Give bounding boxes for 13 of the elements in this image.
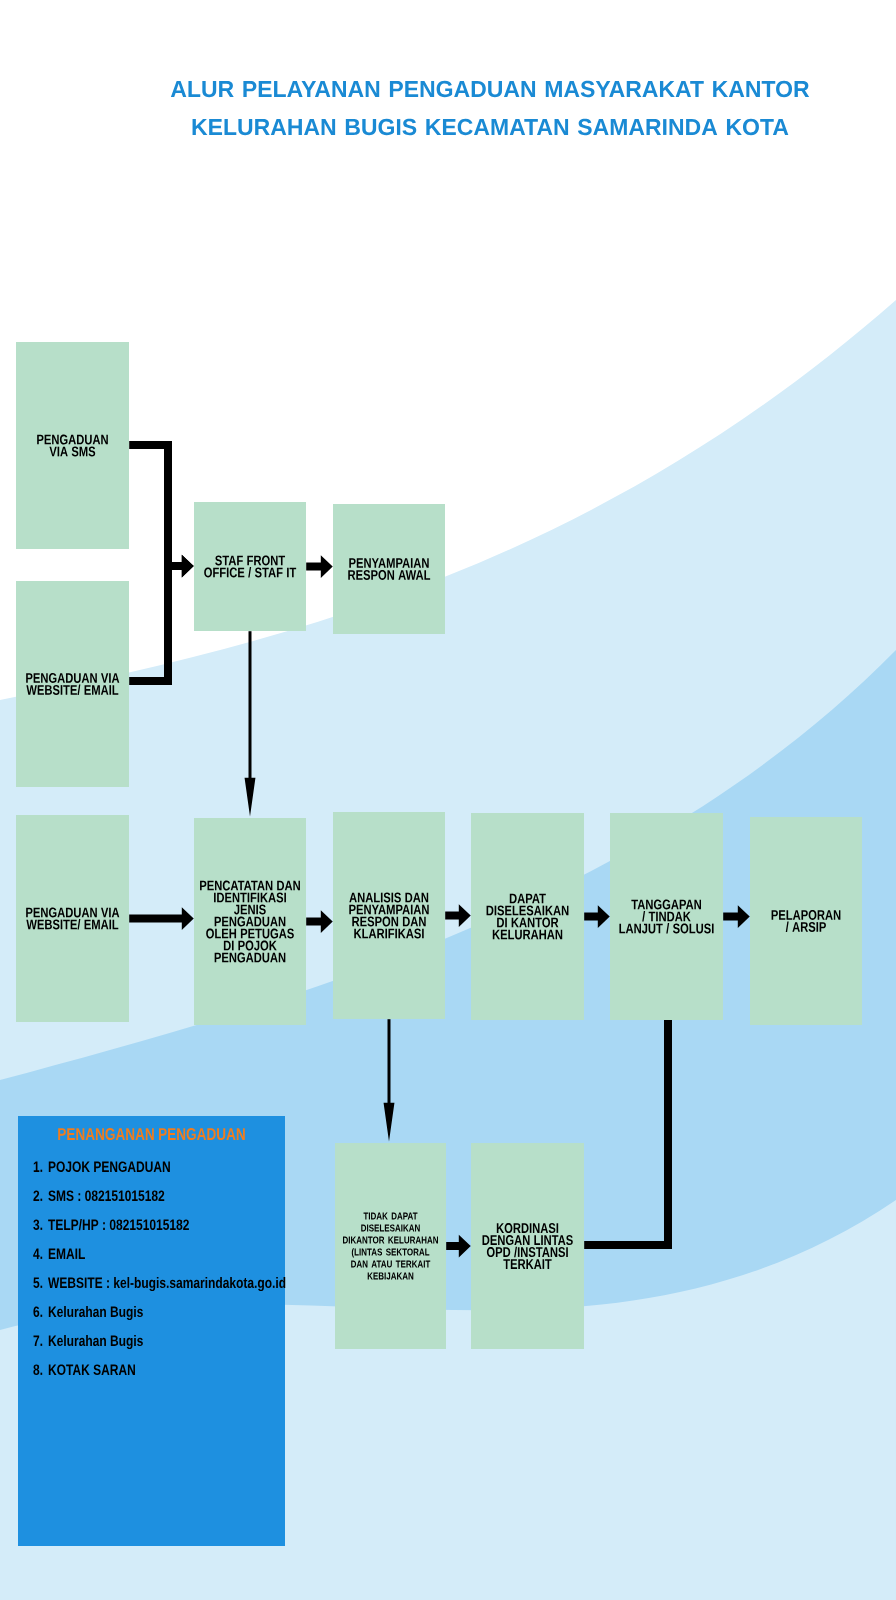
process-box: PENCATATAN DAN IDENTIFIKASI JENIS PENGADUAN OLEH PETUGAS DI POJOK PENGADUAN <box>194 818 306 1025</box>
process-box: TANGGAPAN / TINDAK LANJUT / SOLUSI <box>610 813 723 1020</box>
process-box: PENYAMPAIAN RESPON AWAL <box>333 504 445 634</box>
process-box: PELAPORAN / ARSIP <box>750 817 862 1025</box>
process-box: DAPAT DISELESAIKAN DI KANTOR KELURAHAN <box>471 813 584 1020</box>
process-box: PENGADUAN VIA SMS <box>16 342 129 549</box>
process-box: ANALISIS DAN PENYAMPAIAN RESPON DAN KLARIFIKASI <box>333 812 445 1019</box>
process-box: TIDAK DAPAT DISELESAIKAN DIKANTOR KELURAHAN (LINTAS SEKTORAL DAN ATAU TERKAIT KEBIJAKAN <box>335 1143 446 1349</box>
process-box: PENGADUAN VIA WEBSITE/ EMAIL <box>16 581 129 787</box>
process-box: PENGADUAN VIA WEBSITE/ EMAIL <box>16 815 129 1022</box>
title: ALUR PELAYANAN PENGADUAN MASYARAKAT KANTOR KELURAHAN BUGIS KECAMATAN SAMARINDA KOTA <box>170 80 810 136</box>
process-box: STAF FRONT OFFICE / STAF IT <box>194 502 306 631</box>
process-box: KORDINASI DENGAN LINTAS OPD /INSTANSI TERKAIT <box>471 1143 584 1349</box>
